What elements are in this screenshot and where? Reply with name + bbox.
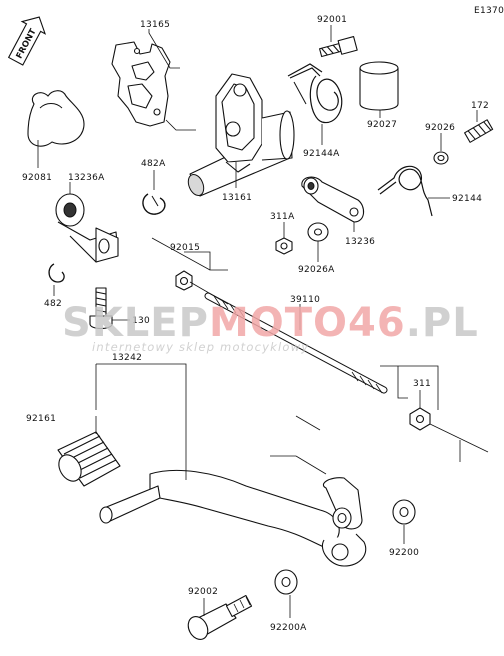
leader-13242 <box>96 363 187 480</box>
label-92002: 92002 <box>188 587 218 597</box>
label-92144: 92144 <box>452 194 482 204</box>
watermark-part1: SKLEP <box>62 300 209 346</box>
label-13165: 13165 <box>140 20 170 30</box>
part-92027-collar <box>359 61 399 111</box>
part-13161-shift-shaft <box>187 73 295 197</box>
label-172: 172 <box>471 101 489 111</box>
label-13236: 13236 <box>345 237 375 247</box>
part-92200A-washer <box>274 569 298 595</box>
label-13161: 13161 <box>222 193 252 203</box>
part-130-bolt <box>89 287 113 330</box>
part-482A-clip <box>142 193 166 215</box>
part-311-nut <box>409 407 431 431</box>
label-482A: 482A <box>141 159 166 169</box>
part-92026A-washer <box>307 222 329 242</box>
part-92081-ring <box>27 90 85 147</box>
label-13236A: 13236A <box>68 173 105 183</box>
part-92144-spring <box>377 165 433 217</box>
part-39110-tie-rod <box>204 292 388 394</box>
part-92026-washer <box>433 151 449 165</box>
part-13165-plate <box>111 41 171 127</box>
label-130: 130 <box>132 316 150 326</box>
label-92027: 92027 <box>367 120 397 130</box>
label-13242: 13242 <box>112 353 142 363</box>
label-92161: 92161 <box>26 414 56 424</box>
diagram-code: E1370 <box>474 6 504 16</box>
label-92144A: 92144A <box>303 149 340 159</box>
part-172-stud <box>464 119 494 143</box>
reference-lines <box>151 237 489 475</box>
part-92002-bolt <box>187 594 253 640</box>
label-482: 482 <box>44 299 62 309</box>
part-92161-rubber <box>57 431 121 487</box>
part-311A-nut <box>275 237 293 255</box>
leader-13165b <box>165 119 196 131</box>
part-92001-bolt <box>319 36 358 58</box>
part-92200-washer <box>392 499 416 525</box>
label-92026A: 92026A <box>298 265 335 275</box>
watermark-title: SKLEPMOTO46.PL <box>62 300 479 346</box>
leader-92015 <box>184 251 228 271</box>
label-311A: 311A <box>270 212 295 222</box>
label-92001: 92001 <box>317 15 347 25</box>
part-92144A-spring <box>287 63 343 124</box>
label-311: 311 <box>413 379 431 389</box>
front-arrow-icon: FRONT <box>7 16 47 66</box>
label-92200A: 92200A <box>270 623 307 633</box>
label-39110: 39110 <box>290 295 320 305</box>
part-482-clip <box>48 263 65 283</box>
label-92015: 92015 <box>170 243 200 253</box>
watermark-part2: MOTO <box>209 300 348 346</box>
part-92015-nut <box>175 270 193 291</box>
part-13236A-lever <box>55 193 119 263</box>
label-92026: 92026 <box>425 123 455 133</box>
leader-13165 <box>148 29 180 69</box>
part-13242-pedal <box>99 469 367 567</box>
label-92200: 92200 <box>389 548 419 558</box>
watermark-part3: 46 <box>348 300 406 346</box>
label-92081: 92081 <box>22 173 52 183</box>
watermark-part4: .PL <box>406 300 479 346</box>
watermark-tagline: internetowy sklep motocyklowy <box>92 340 309 354</box>
watermark: SKLEPMOTO46.PL internetowy sklep motocyk… <box>62 300 479 354</box>
part-13236-lever <box>301 176 365 223</box>
